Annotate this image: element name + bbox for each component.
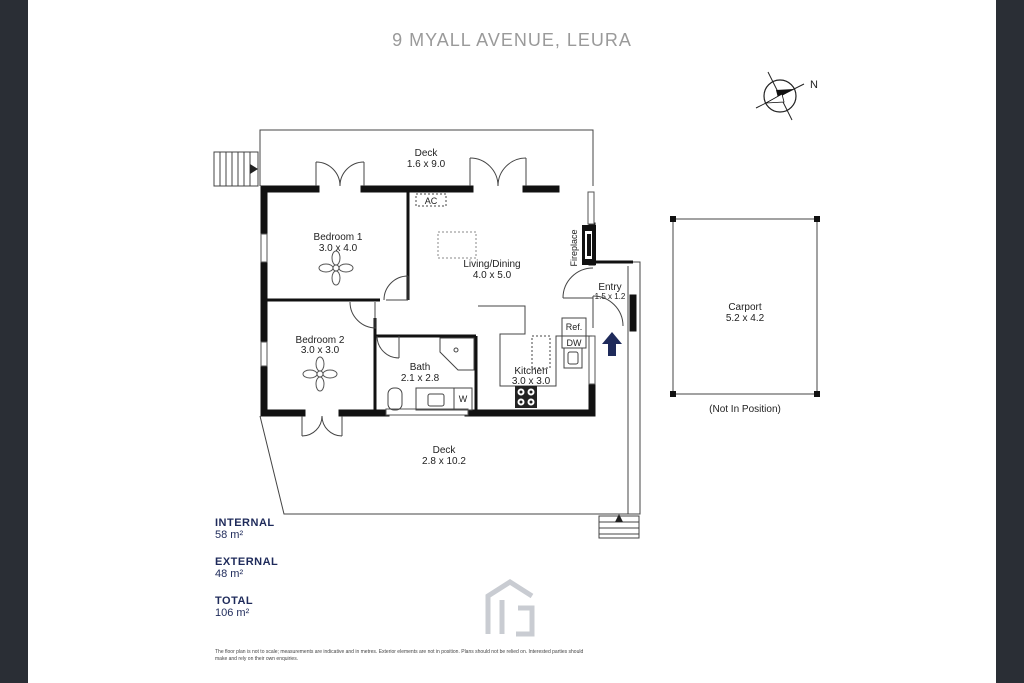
deck-bottom-name: Deck [433, 445, 457, 456]
bath-dims: 2.1 x 2.8 [401, 373, 440, 384]
floor-plan-drawing: N Deck 1.6 x 9.0 Bedroom 1 3.0 x 4.0 Liv… [213, 71, 820, 637]
bath-name: Bath [410, 362, 431, 373]
carport-name: Carport [728, 302, 762, 313]
washer-label: W [459, 394, 468, 404]
deck-bottom-dims: 2.8 x 10.2 [422, 456, 466, 467]
disclaimer-text: The floor plan is not to scale; measurem… [215, 649, 584, 662]
windows [260, 191, 596, 416]
dining-table [437, 231, 477, 259]
area-internal-value: 58 m² [215, 529, 244, 541]
kitchen-bench [478, 305, 592, 387]
deck-top-dims: 1.6 x 9.0 [407, 159, 446, 170]
area-total-value: 106 m² [215, 607, 250, 619]
bedroom1-name: Bedroom 1 [314, 232, 363, 243]
deck-top [259, 129, 594, 186]
fireplace [582, 225, 596, 265]
entry-name: Entry [598, 282, 621, 293]
property-title: 9 MYALL AVENUE, LEURA [392, 30, 632, 50]
ac-label: AC [425, 196, 438, 206]
living-name: Living/Dining [463, 259, 520, 270]
area-total-label: TOTAL [215, 595, 254, 607]
compass-icon [755, 71, 805, 121]
entry-arrow-icon [602, 332, 622, 356]
ceiling-fan-icon [318, 250, 354, 286]
ceiling-fan-icon [302, 356, 338, 392]
bedroom1-dims: 3.0 x 4.0 [319, 243, 358, 254]
kitchen-name: Kitchen [514, 366, 547, 377]
fireplace-label: Fireplace [569, 229, 579, 266]
area-external-value: 48 m² [215, 568, 244, 580]
deck-top-name: Deck [415, 148, 439, 159]
doors [301, 157, 624, 437]
watermark-logo [485, 579, 535, 637]
dw-label: DW [567, 338, 582, 348]
kitchen-dims: 3.0 x 3.0 [512, 376, 551, 387]
deck-bottom [259, 261, 641, 515]
bedroom2-dims: 3.0 x 3.0 [301, 345, 340, 356]
stairs-bottom [598, 514, 640, 539]
carport [670, 216, 820, 397]
exterior-walls [260, 185, 637, 417]
compass-north-label: N [810, 79, 818, 91]
bath-fixtures [387, 337, 475, 411]
area-external: EXTERNAL 48 m² [215, 556, 278, 580]
area-internal-label: INTERNAL [215, 517, 275, 529]
carport-dims: 5.2 x 4.2 [726, 313, 765, 324]
living-dims: 4.0 x 5.0 [473, 270, 512, 281]
entry-dims: 1.5 x 1.2 [595, 292, 626, 301]
area-internal: INTERNAL 58 m² [215, 517, 275, 541]
ref-label: Ref. [566, 322, 583, 332]
area-total: TOTAL 106 m² [215, 595, 253, 619]
floor-plan-sheet: 9 MYALL AVENUE, LEURA [28, 0, 996, 683]
carport-note: (Not In Position) [709, 404, 781, 415]
interior-walls [266, 192, 633, 411]
stairs-top-left [213, 151, 259, 187]
area-external-label: EXTERNAL [215, 556, 279, 568]
ac-unit [415, 193, 447, 207]
cooktop [515, 386, 537, 408]
bedroom2-name: Bedroom 2 [296, 335, 345, 346]
